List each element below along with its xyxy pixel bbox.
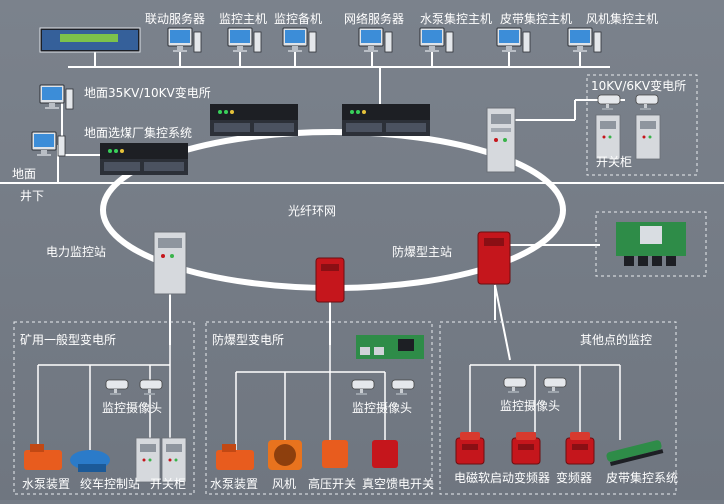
ring-node-explosion-icon [315,257,345,303]
soft-starter-icon [455,431,485,465]
server-monitor-icon [167,27,202,53]
section-other-camera-label: 监控摄像头 [500,398,560,413]
section-general-camera-label: 监控摄像头 [102,400,162,415]
cabinet-icon [595,114,621,160]
ring-label: 光纤环网 [288,204,336,218]
pump-icon [216,444,254,470]
top-label: 皮带集控主机 [500,11,572,26]
soft-starter-icon [511,431,541,465]
power-station-label: 电力监控站 [46,245,106,259]
device-label: 高压开关 [308,476,356,491]
top-label: 监控主机 [219,12,267,26]
server-monitor-icon [567,27,602,53]
inverter-icon [565,431,595,465]
device-label: 真空馈电开关 [362,477,434,491]
section-other-title: 其他点的监控 [580,332,652,347]
server-monitor-icon [419,27,454,53]
ring-switch-icon [210,104,298,136]
section-other-box: 其他点的监控 监控摄像头 电磁软启动变频器 变频器 皮带集控系统 [439,321,678,495]
left-label-ground: 地面 [12,167,36,181]
camera-icon [503,377,527,394]
top-label: 监控备机 [274,12,322,26]
server-monitor-icon [227,27,262,53]
main-station-label: 防爆型主站 [392,244,452,259]
camera-icon [635,94,659,111]
ring-cabinet-icon [486,107,516,173]
substation-monitor-icon [39,84,74,110]
main-station-icon [477,231,511,285]
ground-monitor-icon [31,131,66,157]
cabinet-icon [161,437,187,483]
server-monitor-icon [282,27,317,53]
network-module-icon [356,335,424,359]
device-label: 电磁软启动变频器 [454,470,550,485]
left-label-coal-plant: 地面选煤厂集控系统 [84,125,192,140]
winch-icon [70,450,110,472]
camera-icon [391,379,415,396]
video-wall [39,27,141,53]
device-label: 变频器 [556,470,592,485]
right-station-cabinet-label: 开关柜 [596,155,632,169]
device-label: 绞车控制站 [80,476,140,491]
high-voltage-switch-icon [322,440,348,468]
device-label: 开关柜 [150,477,186,491]
fan-icon [268,440,302,470]
cabinet-icon [635,114,661,160]
ring-switch-icon [342,104,430,136]
section-explosion-camera-label: 监控摄像头 [352,400,412,415]
camera-icon [543,377,567,394]
camera-icon [351,379,375,396]
device-label: 风机 [272,477,296,491]
top-label: 水泵集控主机 [420,11,492,26]
top-label: 风机集控主机 [586,11,658,26]
device-label: 水泵装置 [210,477,258,491]
section-general-box: 矿用一般型变电所 监控摄像头 水泵装置 绞车控制站 开关柜 [13,321,195,495]
section-general-title: 矿用一般型变电所 [20,332,116,347]
control-board-box [595,211,707,277]
cabinet-icon [135,437,161,483]
server-monitor-icon [358,27,393,53]
section-explosion-box: 防爆型变电所 监控摄像头 [205,321,434,495]
top-label: 联动服务器 [145,11,205,26]
ring-switch-icon [100,143,188,175]
left-label-substation: 地面35KV/10KV变电所 [84,85,211,100]
device-label: 水泵装置 [22,477,70,491]
left-label-underground: 井下 [20,189,44,203]
pump-icon [24,444,62,470]
top-label: 网络服务器 [344,11,404,26]
vacuum-feeder-switch-icon [372,440,398,468]
right-station-box: 10KV/6KV变电所 开关柜 [586,74,698,176]
camera-icon [139,379,163,396]
device-label: 皮带集控系统 [606,470,678,485]
section-explosion-title: 防爆型变电所 [212,332,284,347]
camera-icon [597,94,621,111]
power-station-cabinet-icon [153,231,187,295]
camera-icon [105,379,129,396]
server-monitor-icon [496,27,531,53]
right-station-title: 10KV/6KV变电所 [591,78,686,93]
belt-conveyor-icon [606,440,664,467]
